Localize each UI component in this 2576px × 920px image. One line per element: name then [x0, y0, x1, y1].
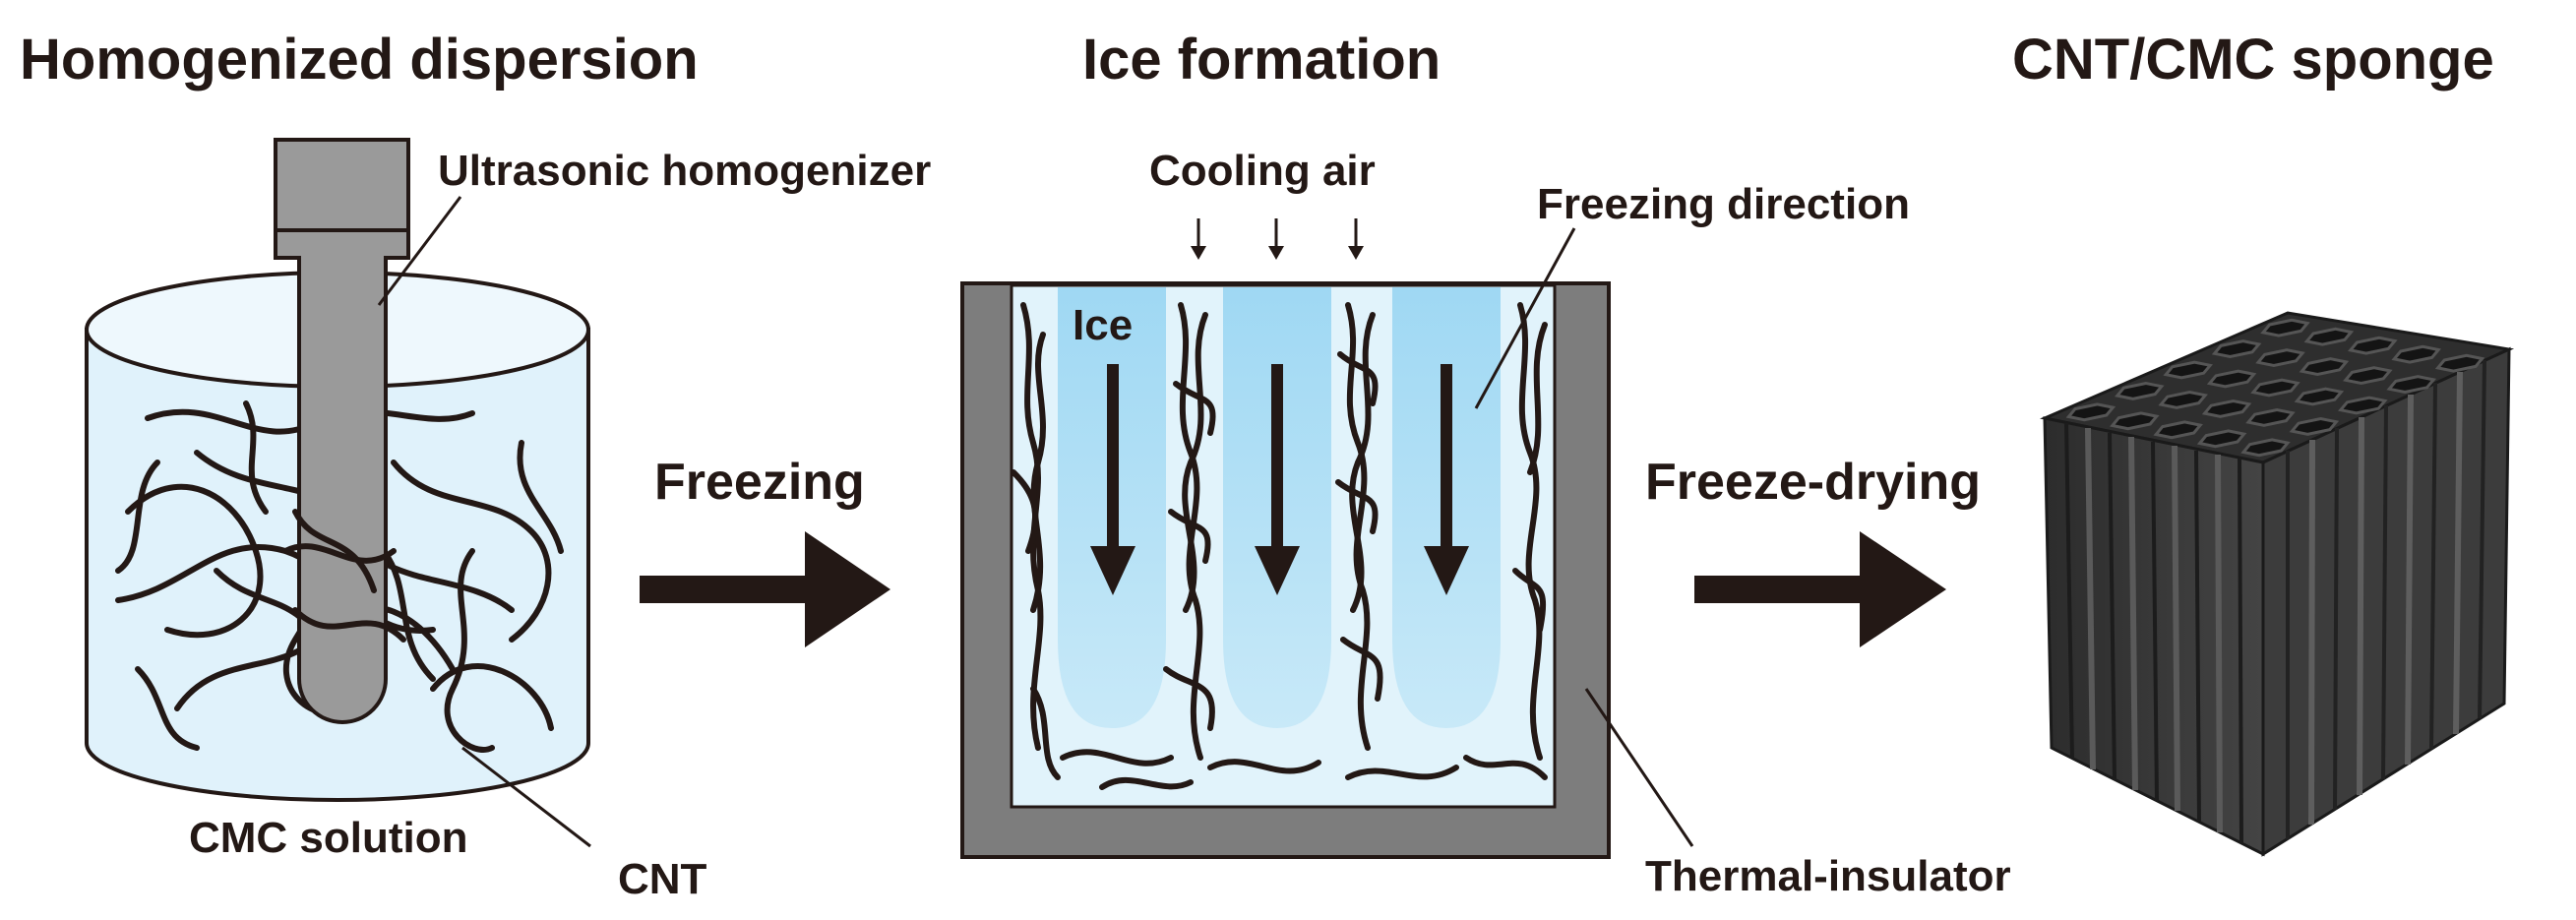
honeycomb-cell	[2201, 399, 2252, 418]
ultrasonic-homogenizer-probe	[274, 138, 410, 724]
label-ice: Ice	[1073, 301, 1133, 349]
label-cnt: CNT	[618, 855, 707, 903]
honeycomb-cell	[2343, 366, 2393, 386]
honeycomb-cell	[2391, 344, 2441, 364]
cnt-walls	[1011, 302, 1548, 790]
honeycomb-cell	[2303, 327, 2355, 346]
honeycomb-cell	[2255, 348, 2305, 368]
honeycomb-cell	[2065, 402, 2116, 422]
label-ultrasonic-homogenizer: Ultrasonic homogenizer	[438, 147, 931, 195]
cnt-fibers-front	[282, 509, 406, 643]
honeycomb-cell	[2206, 369, 2257, 389]
honeycomb-cell	[2110, 411, 2160, 431]
honeycomb-cell	[2158, 390, 2208, 409]
freezing-direction-arrows	[1090, 364, 1469, 595]
leader-cnt	[461, 746, 591, 848]
title-ice-formation: Ice formation	[1082, 28, 1441, 92]
label-thermal-insulator: Thermal-insulator	[1645, 852, 2011, 900]
honeycomb-cell	[2115, 381, 2165, 400]
title-homogenized-dispersion: Homogenized dispersion	[20, 28, 699, 92]
leader-thermal-insulator	[1584, 688, 1694, 847]
label-cmc-solution: CMC solution	[189, 814, 468, 862]
title-cnt-cmc-sponge: CNT/CMC sponge	[2012, 28, 2494, 92]
honeycomb-cell	[2250, 378, 2300, 398]
leader-homogenizer	[377, 196, 462, 306]
honeycomb-cell	[2386, 375, 2436, 395]
honeycomb-cell	[2338, 396, 2388, 415]
label-freezing: Freezing	[654, 454, 865, 511]
leader-freezing-direction	[1474, 227, 1576, 409]
honeycomb-cell	[2299, 357, 2350, 377]
honeycomb-cell	[2289, 416, 2340, 436]
cooling-air-arrows	[1191, 218, 1364, 260]
honeycomb-cell	[2260, 318, 2310, 337]
honeycomb-cell	[2434, 353, 2485, 373]
honeycomb-cell	[2153, 420, 2203, 440]
label-cooling-air: Cooling air	[1149, 147, 1376, 195]
cnt-cmc-sponge-block	[2040, 311, 2515, 857]
honeycomb-cell	[2196, 429, 2247, 449]
label-freeze-drying: Freeze-drying	[1645, 454, 1981, 511]
arrow-freezing	[640, 531, 890, 647]
arrow-freeze-drying	[1694, 531, 1946, 647]
label-freezing-direction: Freezing direction	[1537, 180, 1910, 228]
honeycomb-cell	[2348, 336, 2398, 355]
honeycomb-cell	[2245, 407, 2296, 427]
honeycomb-cell	[2211, 339, 2262, 359]
honeycomb-cell	[2163, 360, 2213, 380]
honeycomb-cell	[2240, 438, 2291, 458]
honeycomb-cell	[2294, 387, 2345, 406]
